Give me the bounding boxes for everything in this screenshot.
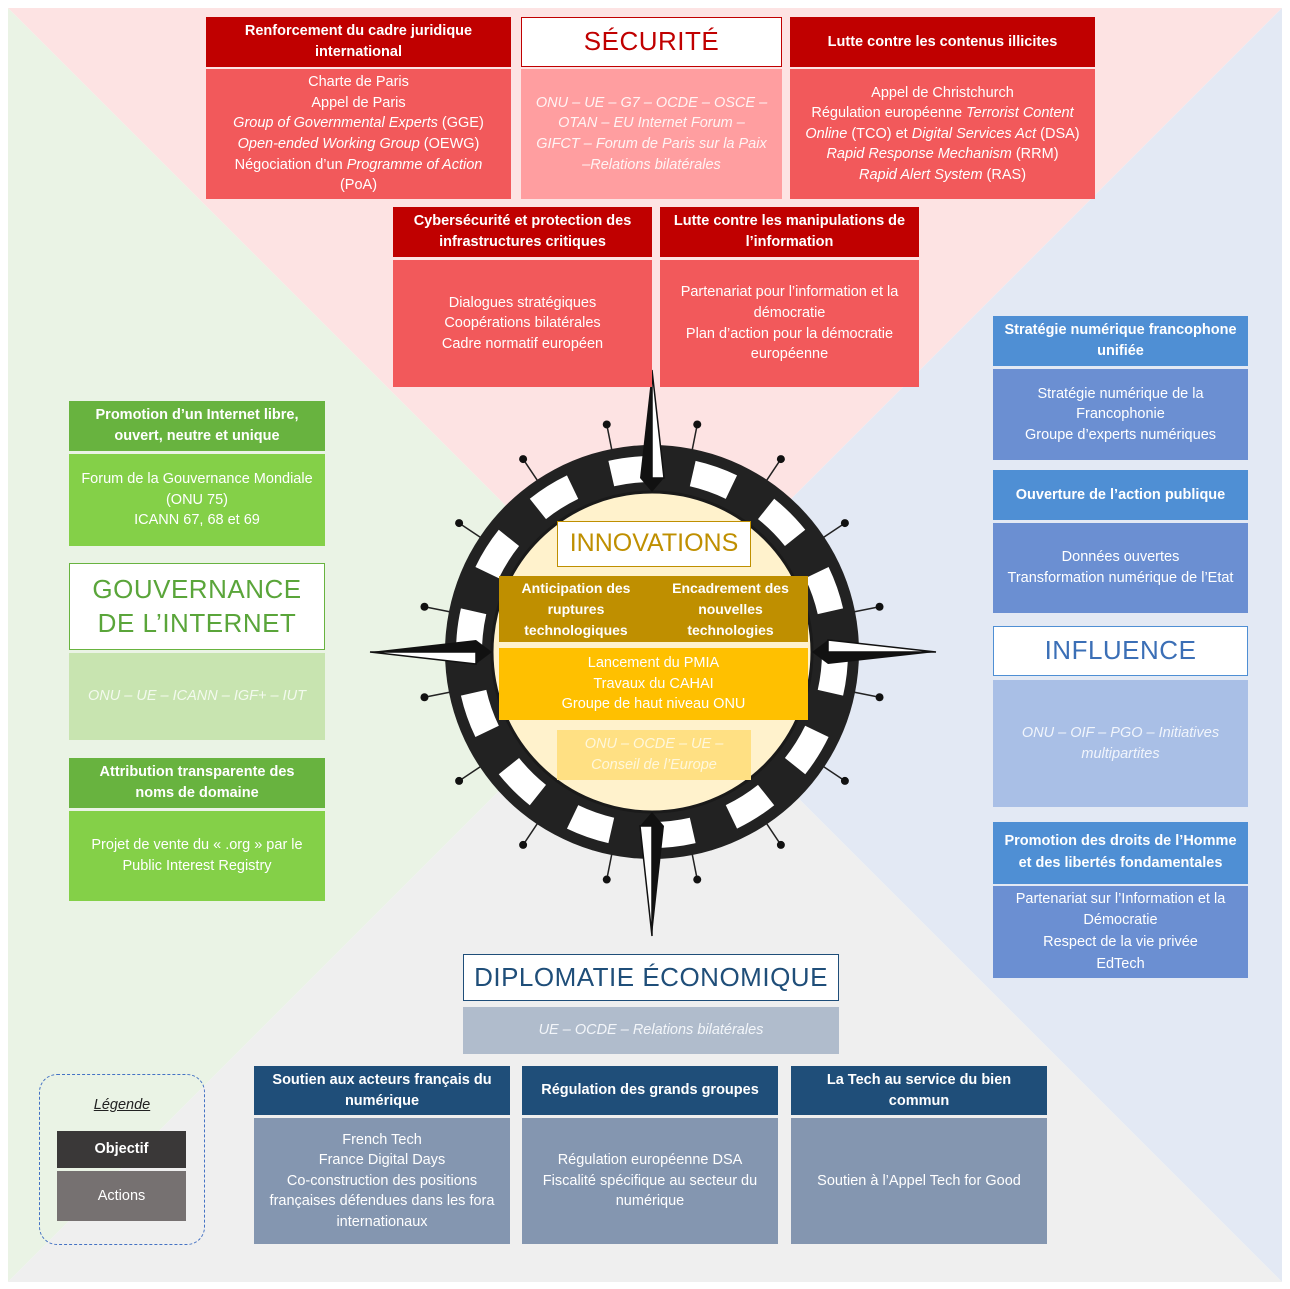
anticipation-ruptures-objective: Anticipation des ruptures technologiques [499, 576, 653, 642]
manipulations-actions: Partenariat pour l’information et la dém… [660, 260, 919, 387]
compass-ring-segments [456, 456, 848, 848]
economie-title: DIPLOMATIE ÉCONOMIQUE [474, 961, 828, 992]
gouvernance-actors-box: ONU – UE – ICANN – IGF+ – IUT [69, 653, 325, 740]
encadrement-technologies-objective: Encadrement des nouvelles technologies [653, 576, 808, 642]
ouverture-action-actions: Données ouvertes Transformation numériqu… [993, 523, 1248, 613]
strategie-francophone-actions: Stratégie numérique de la Francophonie G… [993, 369, 1248, 460]
compass-ring-segment [805, 566, 844, 615]
economie-actors-box: UE – OCDE – Relations bilatérales [463, 1007, 839, 1054]
compass-ring-segment [498, 757, 547, 806]
compass-dot [875, 602, 884, 611]
legend-objectif: Objectif [57, 1131, 186, 1168]
internet-libre-actions: Forum de la Gouvernance Mondiale (ONU 75… [69, 454, 325, 546]
security-actors: ONU – UE – G7 – OCDE – OSCE – OTAN – EU … [535, 94, 768, 173]
compass-dot [840, 519, 849, 528]
compass-dot [776, 840, 785, 849]
legend: Légende Objectif Actions [39, 1074, 205, 1245]
influence-title: INFLUENCE [1044, 635, 1197, 666]
security-title-box: SÉCURITÉ [521, 17, 782, 67]
strategie-francophone-objective: Stratégie numérique francophone unifiée [993, 316, 1248, 366]
compass-ring-segment [784, 725, 829, 775]
compass-dot [455, 776, 464, 785]
gouvernance-title-box: GOUVERNANCE DE L’INTERNET [69, 563, 325, 650]
innovations-actors: ONU – OCDE – UE – Conseil de l’Europe [584, 736, 724, 773]
regulation-groupes-actions: Régulation européenne DSA Fiscalité spéc… [522, 1118, 778, 1244]
gouvernance-actors: ONU – UE – ICANN – IGF+ – IUT [88, 688, 306, 705]
tech-bien-commun-objective: La Tech au service du bien commun [791, 1066, 1047, 1115]
compass-points [369, 369, 937, 937]
compass-dot [875, 693, 884, 702]
regulation-groupes-objective: Régulation des grands groupes [522, 1066, 778, 1115]
gouvernance-quadrant [8, 8, 645, 1282]
compass-dot [420, 693, 429, 702]
droits-homme-objective: Promotion des droits de l’Homme et des l… [993, 822, 1248, 884]
compass-dot [455, 519, 464, 528]
compass-ring-segment [725, 784, 775, 829]
compass-dot [840, 776, 849, 785]
compass-ring-segment [757, 498, 806, 547]
compass-ring-segment [475, 529, 520, 579]
cybersecurite-objective: Cybersécurité et protection des infrastr… [393, 207, 652, 257]
compass-dot [776, 455, 785, 464]
economie-title-box: DIPLOMATIE ÉCONOMIQUE [463, 954, 839, 1001]
droits-homme-actions: Partenariat sur l’Information et la Démo… [993, 886, 1248, 978]
compass-dot [602, 875, 611, 884]
innovations-actions: Lancement du PMIA Travaux du CAHAI Group… [499, 648, 808, 720]
innovations-title: INNOVATIONS [569, 529, 739, 558]
compass-dot [519, 840, 528, 849]
influence-title-box: INFLUENCE [993, 626, 1248, 676]
internet-libre-objective: Promotion d’un Internet libre, ouvert, n… [69, 401, 325, 451]
influence-actors-box: ONU – OIF – PGO – Initiatives multiparti… [993, 680, 1248, 807]
noms-domaine-actions: Projet de vente du « .org » par le Publi… [69, 811, 325, 901]
cybersecurite-actions: Dialogues stratégiques Coopérations bila… [393, 260, 652, 387]
influence-actors: ONU – OIF – PGO – Initiatives multiparti… [1021, 724, 1220, 762]
compass-ring-segment [460, 689, 499, 738]
noms-domaine-objective: Attribution transparente des noms de dom… [69, 758, 325, 808]
compass-dot [519, 455, 528, 464]
security-actors-box: ONU – UE – G7 – OCDE – OSCE – OTAN – EU … [521, 69, 782, 199]
soutien-acteurs-objective: Soutien aux acteurs français du numériqu… [254, 1066, 510, 1115]
compass-ring-segment [566, 805, 615, 844]
cadre-juridique-objective: Renforcement du cadre juridique internat… [206, 17, 511, 67]
contenus-illicites-actions: Appel de Christchurch Régulation europée… [790, 69, 1095, 199]
legend-actions: Actions [57, 1171, 186, 1221]
compass-ring-segment [456, 608, 487, 652]
ouverture-action-objective: Ouverture de l’action publique [993, 470, 1248, 520]
compass-ring-segment [529, 475, 579, 520]
legend-title: Légende [93, 1097, 151, 1113]
compass-dot [693, 875, 702, 884]
soutien-acteurs-actions: French Tech France Digital Days Co-const… [254, 1118, 510, 1244]
innovations-actors-box: ONU – OCDE – UE – Conseil de l’Europe [557, 730, 751, 780]
innovations-title-box: INNOVATIONS [557, 521, 751, 567]
compass-dot [602, 420, 611, 429]
compass-dot [693, 420, 702, 429]
compass-dot [420, 602, 429, 611]
manipulations-objective: Lutte contre les manipulations de l’info… [660, 207, 919, 257]
cadre-juridique-actions: Charte de Paris Appel de Paris Group of … [206, 69, 511, 199]
compass-ring-segment [689, 460, 738, 499]
tech-bien-commun-actions: Soutien à l’Appel Tech for Good [791, 1118, 1047, 1244]
compass-ring-segment [817, 652, 848, 696]
economie-actors: UE – OCDE – Relations bilatérales [538, 1022, 764, 1039]
security-title: SÉCURITÉ [583, 26, 720, 57]
contenus-illicites-objective: Lutte contre les contenus illicites [790, 17, 1095, 67]
gouvernance-title: GOUVERNANCE DE L’INTERNET [92, 573, 302, 638]
